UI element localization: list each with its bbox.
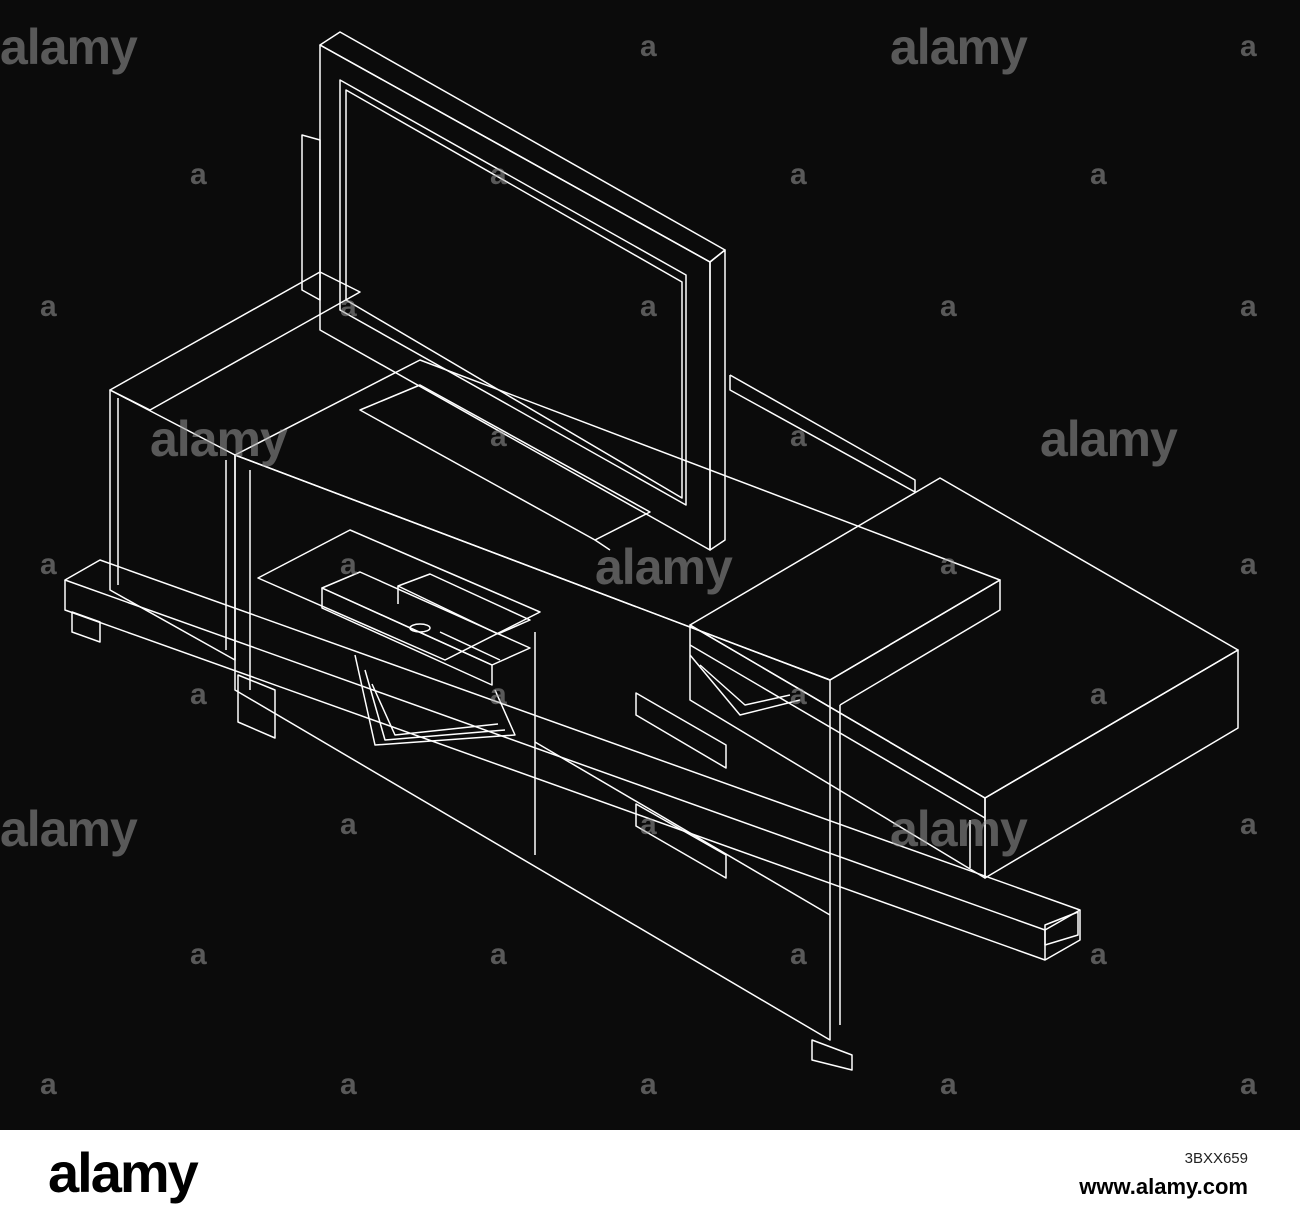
footer-image-id: 3BXX659 bbox=[1184, 1150, 1248, 1167]
footer-url: www.alamy.com bbox=[1079, 1174, 1248, 1199]
tv-stand-base bbox=[359, 384, 651, 551]
right-top-block bbox=[689, 477, 1239, 879]
footer-logo: alamy bbox=[48, 1141, 199, 1204]
base-platform bbox=[64, 559, 1081, 961]
main-console bbox=[234, 359, 1001, 1041]
disc-stack bbox=[354, 654, 801, 746]
media-devices bbox=[321, 571, 531, 686]
tv-stand-line-drawing bbox=[64, 31, 1239, 1071]
flat-screen-tv bbox=[301, 31, 726, 551]
footer-bar: alamy 3BXX659 www.alamy.com bbox=[0, 1130, 1300, 1220]
stand-feet bbox=[71, 611, 1079, 1071]
drawer-handles bbox=[635, 692, 727, 879]
back-rail bbox=[729, 374, 916, 493]
